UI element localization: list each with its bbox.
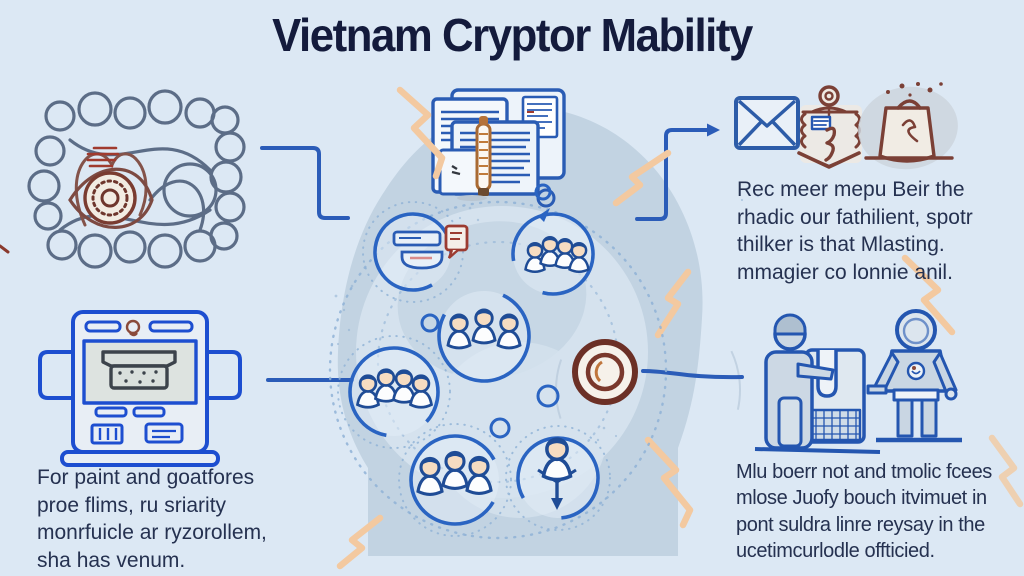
text-line: mmagier co lonnie anil.	[737, 261, 953, 285]
text-line: sha has venum.	[37, 549, 186, 573]
text-line: thilker is that Mlasting.	[737, 233, 945, 257]
keyboard-icon	[806, 408, 862, 442]
lightning-bolt-icon	[654, 268, 692, 339]
text-line: For paint and goatfores	[37, 466, 255, 489]
page-title: Vietnam Cryptor Mability	[272, 9, 753, 61]
shirt-logo-icon	[906, 361, 926, 381]
lightning-bolt-icon	[612, 149, 672, 207]
text-line: ucetimcurlodle offticied.	[736, 540, 935, 563]
speaker-at-podium-icon	[866, 309, 962, 443]
printer-icon	[101, 350, 177, 390]
documents-icon	[431, 88, 566, 208]
scribble-network-icon	[0, 89, 246, 269]
lightning-bolt-icon	[396, 86, 446, 180]
lightning-bolt-icon	[644, 436, 694, 529]
red-text-marks	[86, 146, 120, 168]
text-line: mlose Juofy bouch itvimuet in	[736, 487, 987, 510]
connector-coin-to-figures	[641, 369, 744, 380]
text-block-bottom-left: For paint and goatfores proe flims, ru s…	[37, 464, 337, 575]
envelope-icon	[734, 96, 800, 150]
text-line: monrfuicle ar ryzorollem,	[37, 521, 267, 545]
lightning-bolts	[336, 86, 1024, 570]
text-line: proe flims, ru sriarity	[37, 493, 227, 517]
text-block-top-right: Rec meer mepu Beir the rhadic our fathil…	[737, 176, 1019, 287]
eye-icon	[68, 152, 154, 229]
person-with-arrow	[537, 437, 577, 510]
lightning-bolt-icon	[901, 254, 956, 336]
text-line: pont suldra linre reysay in the	[736, 513, 985, 536]
lightning-bolt-icon	[988, 434, 1024, 508]
pen-icon	[457, 116, 492, 201]
lightning-bolt-icon	[336, 514, 384, 570]
dotted-ring-outer	[328, 200, 668, 540]
people-group-bottom-left	[416, 450, 493, 496]
banner-person-icon	[797, 85, 862, 169]
text-line: Rec meer mepu Beir the	[737, 178, 965, 201]
people-group-center	[446, 308, 522, 350]
atm-kiosk-icon	[38, 310, 242, 467]
atm-logo-icon	[125, 319, 141, 337]
connector-head-to-envelope	[635, 128, 709, 221]
text-line: rhadic our fathilient, spotr	[737, 205, 973, 229]
cycle-arrowhead	[538, 208, 550, 222]
connectors	[260, 123, 744, 382]
coin-icon	[572, 339, 638, 405]
speech-bubble-icon	[444, 224, 469, 259]
text-line: Mlu boerr not and tmolic fcees	[736, 461, 992, 483]
arrowhead	[707, 123, 720, 137]
speckles	[334, 186, 760, 442]
people-group-top	[524, 236, 590, 274]
chat-card-icons	[392, 224, 469, 270]
worker-at-terminal-icon	[754, 313, 881, 454]
text-block-bottom-right: Mlu boerr not and tmolic fcees mlose Juo…	[736, 459, 1024, 565]
cycle-diagram	[328, 183, 668, 540]
shopping-bag-icon	[858, 82, 958, 170]
connector-scribble-to-head	[260, 146, 350, 220]
